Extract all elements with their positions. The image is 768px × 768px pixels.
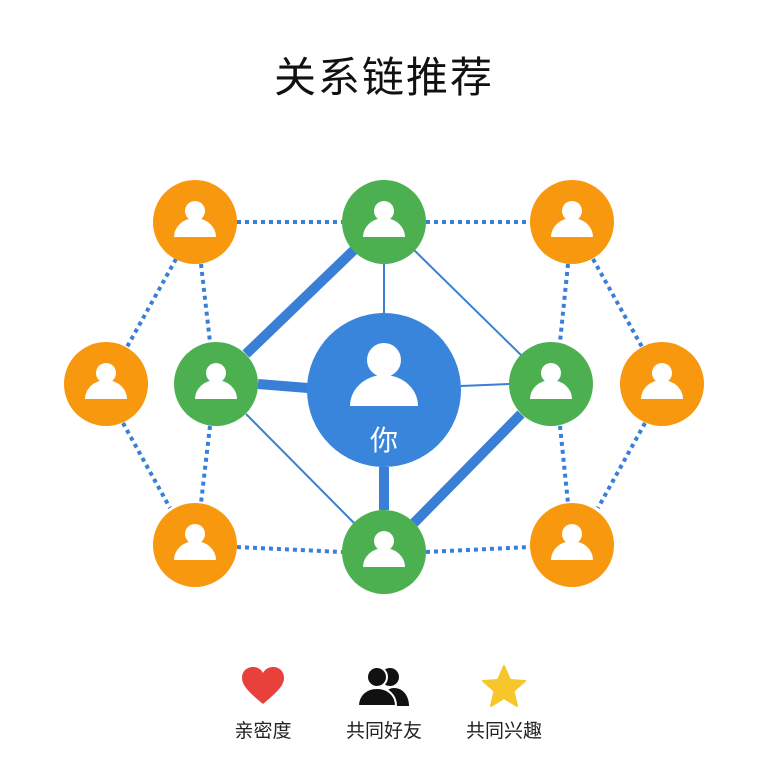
node-bottom-green[interactable] (342, 510, 426, 594)
heart-icon (242, 667, 284, 704)
edge-bl-bottomgreen (236, 545, 343, 554)
edge-center-leftgreen (257, 379, 309, 393)
center-node-you[interactable]: 你 (307, 313, 461, 467)
node-top-green[interactable] (342, 180, 426, 264)
edge-rightgreen-bottomgreen (410, 410, 525, 527)
edge-tl-leftgreen (199, 263, 212, 343)
edge-leftgreen-bottomgreen (245, 413, 355, 524)
page-title: 关系链推荐 (273, 53, 494, 102)
dotted-edges (121, 220, 647, 554)
edge-left-bl (121, 422, 172, 509)
edge-topgreen-leftgreen (242, 246, 358, 358)
node-left-green[interactable] (174, 342, 258, 426)
edge-leftgreen-bl (199, 425, 212, 504)
legend-label: 共同兴趣 (465, 720, 542, 742)
node-left-orange[interactable] (64, 342, 148, 426)
edge-bottomgreen-br (425, 545, 531, 554)
node-right-green[interactable] (509, 342, 593, 426)
node-right-orange[interactable] (620, 342, 704, 426)
edge-tr-right (591, 258, 644, 348)
legend-label: 共同好友 (345, 720, 422, 742)
legend-item-mutual-interests: 共同兴趣 (444, 664, 564, 743)
legend-item-intimacy: 亲密度 (203, 664, 323, 743)
legend-label: 亲密度 (234, 720, 292, 742)
thin-edges (245, 249, 522, 524)
node-top-left-orange[interactable] (153, 180, 237, 264)
edge-tl-left (125, 258, 178, 348)
node-bottom-right-orange[interactable] (530, 503, 614, 587)
node-bottom-left-orange[interactable] (153, 503, 237, 587)
legend: 亲密度 共同好友 共同兴趣 (0, 664, 768, 754)
legend-item-mutual-friends: 共同好友 (324, 664, 444, 743)
edge-right-br (596, 422, 647, 509)
thick-edges (242, 246, 525, 527)
edge-center-rightgreen (460, 383, 510, 387)
center-node-label: 你 (370, 424, 398, 457)
two-users-icon (357, 666, 409, 706)
star-icon (482, 665, 526, 707)
edge-tr-rightgreen (558, 263, 570, 343)
edge-topgreen-rightgreen (413, 249, 522, 356)
node-top-right-orange[interactable] (530, 180, 614, 264)
edge-rightgreen-br (558, 425, 570, 504)
